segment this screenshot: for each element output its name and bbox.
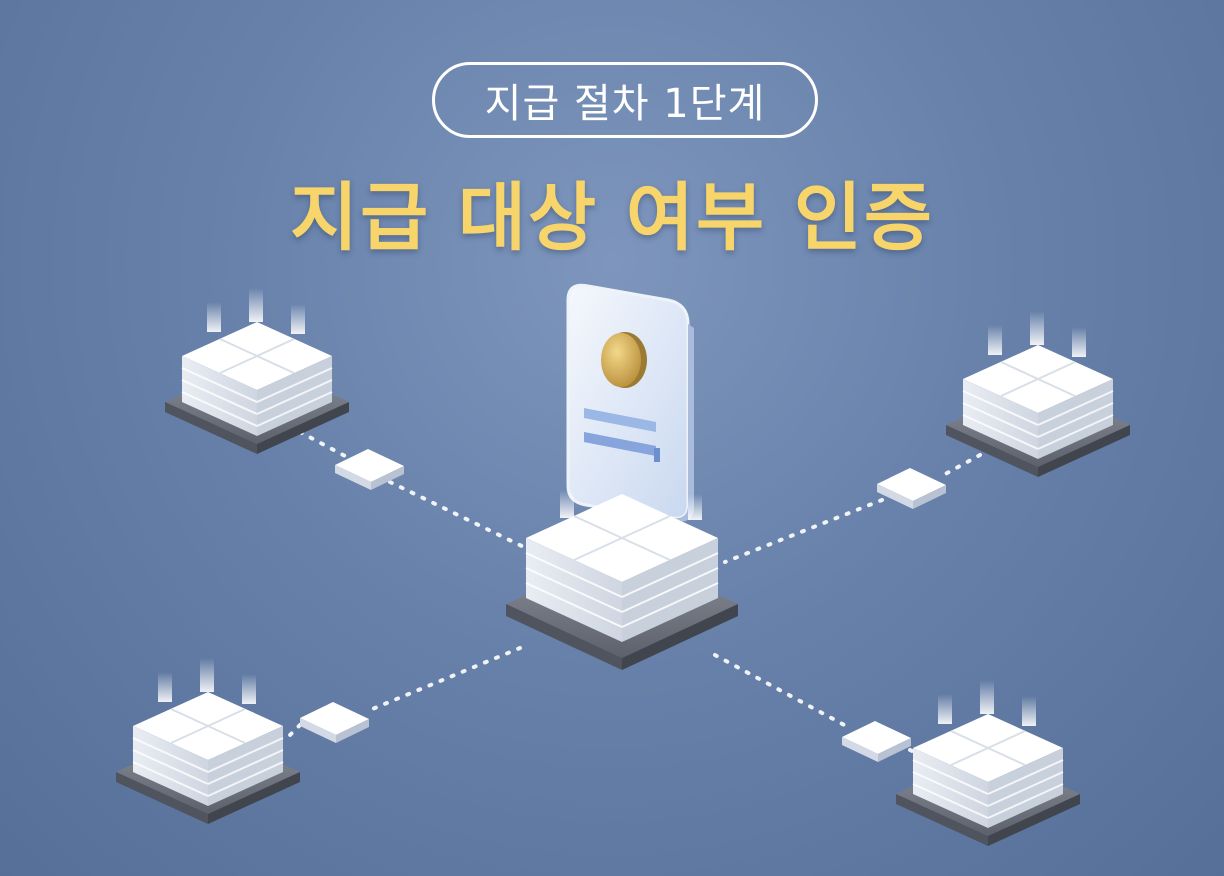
step-badge: 지급 절차 1단계 xyxy=(432,62,818,138)
server-stack-icon xyxy=(946,311,1130,477)
server-stack-icon xyxy=(165,288,349,454)
connection-line xyxy=(388,480,532,552)
connection-line xyxy=(298,430,347,458)
connector-chip-icon xyxy=(877,468,946,509)
connection-line xyxy=(723,498,884,564)
server-stack-icon xyxy=(116,658,300,824)
connector-chip-icon xyxy=(300,702,369,743)
page-title: 지급 대상 여부 인증 xyxy=(290,175,934,261)
server-stack-icon xyxy=(506,490,738,670)
connector-chip-icon xyxy=(842,721,911,762)
connection-line xyxy=(368,646,522,712)
coin-icon xyxy=(601,332,647,388)
server-stack-icon xyxy=(896,680,1080,846)
connection-line xyxy=(936,453,982,480)
step-badge-label: 지급 절차 1단계 xyxy=(484,81,766,127)
connection-lines xyxy=(283,430,982,762)
connector-chip-icon xyxy=(335,449,404,490)
connection-line xyxy=(713,653,850,729)
document-card-icon xyxy=(566,283,694,522)
connection-line xyxy=(283,723,302,742)
